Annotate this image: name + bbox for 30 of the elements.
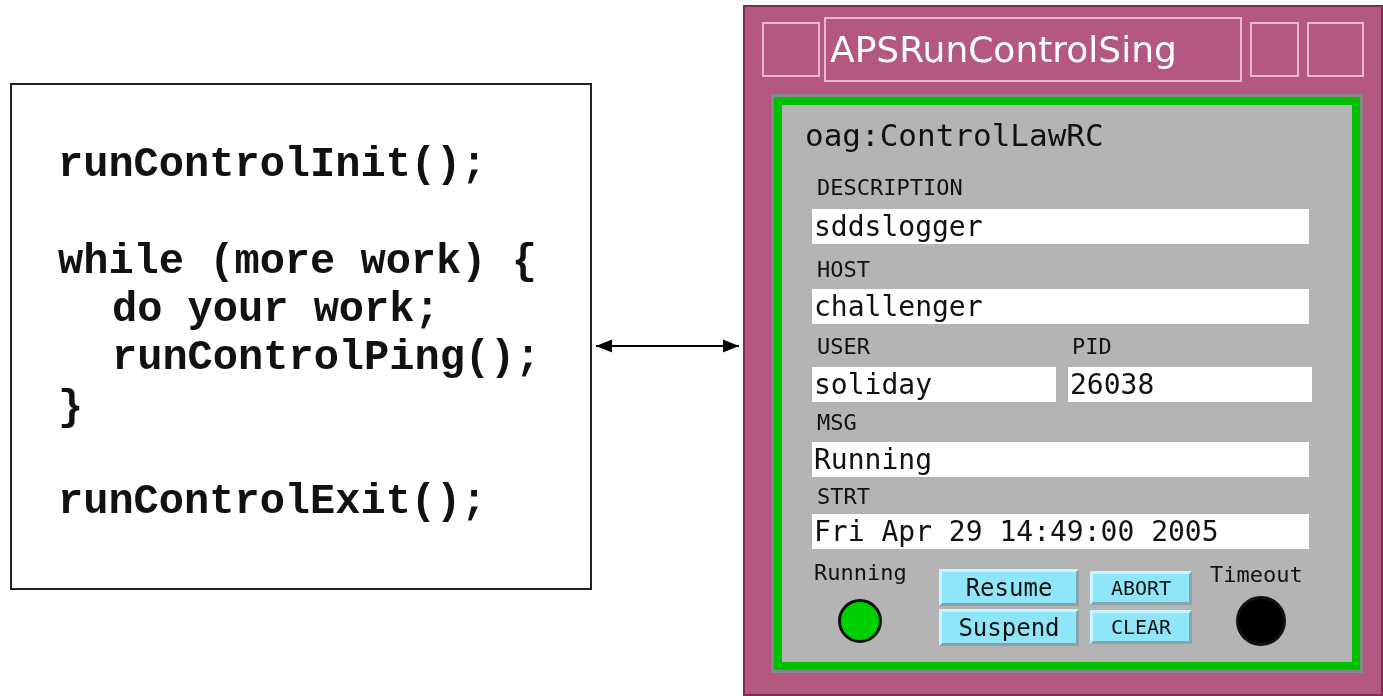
text-field: Running [812,442,1309,477]
code-line: while (more work) { [58,238,537,286]
text-field: sddslogger [812,209,1309,244]
window-frame [743,5,1383,696]
text-field: Fri Apr 29 14:49:00 2005 [812,514,1309,549]
panel-button: ABORT [1090,571,1192,605]
code-line: runControlExit(); [58,478,487,526]
panel-button: Resume [939,569,1079,606]
panel-title: oag:ControlLawRC [805,117,1104,153]
field-label: DESCRIPTION [817,175,963,201]
control-panel [774,97,1360,670]
field-label: HOST [817,257,870,283]
code-line: runControlInit(); [58,141,487,189]
field-label: MSG [817,410,857,436]
code-box [10,83,592,590]
text-field: soliday [812,367,1056,402]
text-field: challenger [812,289,1309,324]
code-line: runControlPing(); [112,334,541,382]
field-label: Running [814,560,907,586]
field-label: PID [1072,334,1112,360]
text-field: 26038 [1068,367,1312,402]
field-label: Timeout [1210,562,1303,588]
window-title: APSRunControlSing [824,17,1242,82]
field-label: USER [817,334,870,360]
panel-button: CLEAR [1090,610,1192,644]
panel-button: Suspend [939,609,1079,646]
code-line: do your work; [112,286,440,334]
double-arrow [595,339,740,353]
field-label: STRT [817,484,870,510]
code-line: } [58,384,84,432]
